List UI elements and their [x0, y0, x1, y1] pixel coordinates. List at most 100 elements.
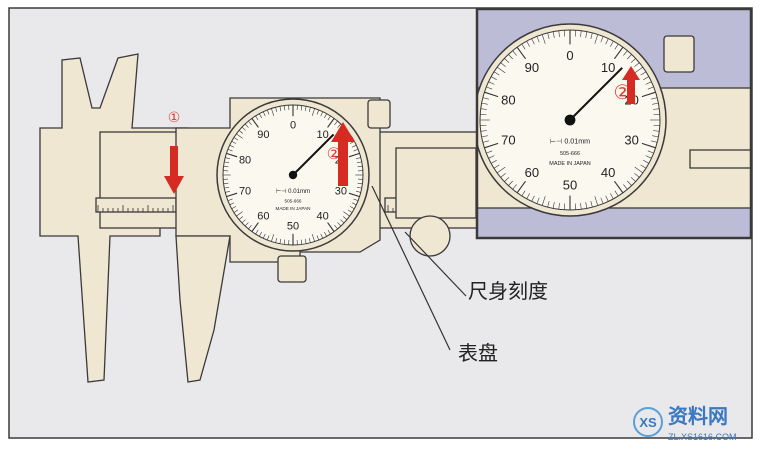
dial-tick: [355, 157, 361, 160]
dial-tick: [610, 193, 614, 200]
dial-tick: [308, 237, 311, 243]
dial-tick: [504, 58, 510, 63]
dial-tick: [227, 198, 233, 202]
dial-tick: [244, 222, 249, 227]
dial-tick: [324, 231, 327, 237]
dial-tick: [283, 239, 286, 245]
dial-tick: [497, 166, 506, 174]
dial-tick: [610, 40, 614, 47]
dial-tick: [531, 195, 535, 202]
leader-line-dial: [371, 185, 451, 351]
dial-tick: [541, 34, 546, 44]
dial-unit: ⊢⊣ 0.01mm: [276, 188, 310, 195]
dial-tick: [490, 76, 497, 80]
dial-number: 0: [290, 119, 296, 131]
dial-tick: [605, 38, 609, 45]
dial-tick: [255, 229, 259, 235]
dial-number: 80: [239, 154, 251, 166]
watermark: XS 资料网 ZL.XS1616.COM: [633, 404, 737, 442]
dial-tick: [238, 216, 244, 220]
dial-tick: [614, 43, 619, 50]
dial-hand: [292, 133, 335, 176]
dial-tick: [279, 238, 282, 244]
dial-tick: [547, 200, 550, 208]
dial-tick: [316, 109, 320, 115]
inset-arrow-up: [622, 66, 640, 104]
dial-tick: [229, 144, 235, 148]
dial-hub: [288, 170, 298, 180]
dial-inset: 0102030405060708090⊢⊣ 0.01mm505-666MADE …: [477, 23, 667, 217]
dial-tick: [347, 209, 353, 213]
dial-tick: [231, 141, 237, 144]
watermark-brand: 资料网: [668, 404, 728, 428]
dial-tick: [223, 165, 229, 168]
dial-tick: [482, 97, 490, 100]
dial-tick: [630, 177, 636, 182]
dial-tick: [508, 180, 513, 186]
inset-view: 0102030405060708090⊢⊣ 0.01mm505-666MADE …: [475, 7, 753, 240]
dial-tick: [480, 130, 487, 132]
dial-tick: [233, 209, 239, 213]
dial-tick: [630, 58, 636, 63]
dial-tick: [231, 206, 237, 209]
dial-tick: [484, 91, 499, 98]
dial-tick: [650, 97, 658, 100]
dial-tick: [653, 108, 660, 110]
dial-hand: [569, 67, 623, 121]
dial-tick: [493, 71, 500, 76]
dial-tick: [547, 32, 550, 40]
dial-tick: [348, 152, 360, 158]
dial-tick: [226, 192, 238, 198]
dial-tick: [493, 164, 500, 169]
dial-number: 80: [501, 93, 515, 108]
dial-tick: [348, 192, 360, 198]
dial-tick: [300, 105, 303, 111]
dial-tick: [334, 224, 338, 230]
dial-tick: [304, 238, 307, 244]
dial-tick: [357, 165, 363, 168]
dial-tick: [241, 219, 246, 224]
lock-screw: [367, 99, 391, 129]
inset-scale-strip: [689, 149, 751, 169]
dial-number: 30: [335, 185, 347, 197]
inset-border: [475, 7, 753, 240]
dial-tick: [337, 123, 342, 128]
dial-tick: [652, 135, 659, 138]
dial-tick: [304, 106, 307, 112]
dial-model: 505-666: [560, 151, 580, 157]
dial-tick: [541, 196, 546, 206]
dial-tick: [225, 190, 231, 193]
dial-main: 0102030405060708090⊢⊣ 0.01mm505-666MADE …: [216, 98, 370, 252]
dial-tick: [490, 160, 497, 164]
dial-tick: [283, 105, 286, 111]
dial-tick: [233, 137, 239, 141]
arrow-up: [331, 122, 355, 186]
dial-tick: [327, 118, 335, 128]
dial-tick: [262, 111, 266, 117]
dial-tick: [238, 130, 244, 134]
dial-tick: [327, 222, 335, 232]
dial-tick: [600, 197, 604, 204]
dial-tick: [605, 195, 609, 202]
dial-tick: [308, 107, 311, 113]
dial-tick: [536, 197, 540, 204]
thumb-roller: [409, 215, 451, 257]
dial-tick: [486, 150, 493, 154]
dial-tick: [226, 152, 238, 158]
dial-tick: [484, 142, 499, 149]
dial-tick: [627, 180, 632, 186]
dial-tick: [613, 46, 624, 60]
dial-tick: [486, 86, 493, 90]
dial-tick: [643, 76, 650, 80]
dial-number: 30: [624, 133, 638, 148]
dial-tick: [641, 142, 656, 149]
dial-tick: [552, 202, 555, 209]
dial-tick: [271, 234, 275, 242]
dial-tick: [349, 206, 355, 209]
dial-tick: [481, 135, 488, 138]
dial-tick: [590, 200, 593, 208]
dial-tick: [251, 118, 259, 128]
dial-tick: [223, 182, 229, 185]
marker-1: ①: [168, 110, 181, 126]
dial-tick: [536, 36, 540, 43]
